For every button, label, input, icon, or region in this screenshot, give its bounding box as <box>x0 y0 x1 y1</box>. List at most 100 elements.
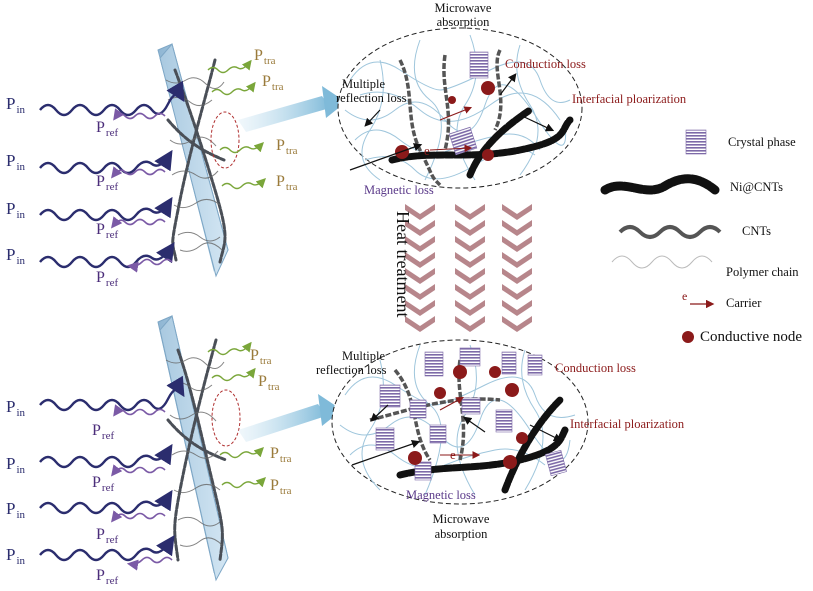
chevron-mark <box>405 284 435 300</box>
reflected-wave <box>126 258 173 273</box>
chevron-mark <box>502 284 532 300</box>
incident-wave <box>39 375 185 412</box>
reflected-wave <box>111 464 166 477</box>
legend-crystal-swatch <box>685 129 707 155</box>
chevron-mark <box>455 236 485 252</box>
legend-node-swatch <box>682 331 694 343</box>
incident-wave <box>39 80 185 117</box>
bottom-p-in-label: Pin <box>6 454 26 476</box>
bottom-microwave-title: Microwave <box>432 512 490 526</box>
reflected-wave <box>113 404 166 417</box>
bottom-interfacial-label: Interfacial ploarization <box>570 417 685 431</box>
chevron-mark <box>405 268 435 284</box>
chevron-mark <box>502 268 532 284</box>
chevron-mark <box>455 252 485 268</box>
bottom-zoom-ellipse <box>331 339 589 505</box>
transmitted-wave <box>207 59 252 74</box>
top-interfacial-label: Interfacial ploarization <box>572 92 687 106</box>
top-p-tra-label: Ptra <box>276 137 298 157</box>
transmitted-wave <box>221 477 266 489</box>
legend-polymer-label: Polymer chain <box>726 265 799 279</box>
chevron-mark <box>502 252 532 268</box>
bottom-crystals <box>375 347 567 481</box>
top-p-ref-label: Pref <box>96 269 119 289</box>
chevron-mark <box>502 300 532 316</box>
top-zoom-beam <box>238 96 330 132</box>
legend-cnts-swatch <box>618 225 722 239</box>
top-p-ref-label: Pref <box>96 173 119 193</box>
bottom-p-tra-label: Ptra <box>270 445 292 465</box>
chevron-mark <box>405 316 435 332</box>
chevron-mark <box>405 220 435 236</box>
top-transmitted-waves <box>207 59 266 190</box>
chevron-mark <box>502 316 532 332</box>
reflected-wave <box>111 216 166 229</box>
chevron-mark <box>405 252 435 268</box>
legend <box>600 129 722 343</box>
legend-node-label: Conductive node <box>700 329 803 345</box>
reflected-wave <box>111 166 166 179</box>
chevron-mark <box>502 236 532 252</box>
chevron-mark <box>455 268 485 284</box>
bottom-reflected-waves <box>111 404 173 571</box>
chevron-mark <box>502 204 532 220</box>
incident-wave <box>39 443 173 469</box>
bottom-p-in-label: Pin <box>6 545 26 567</box>
top-reflected-waves <box>111 108 173 273</box>
legend-crystal-label: Crystal phase <box>728 135 796 149</box>
top-absorption-title: absorption <box>436 15 490 29</box>
bottom-conduction-loss-label: Conduction loss <box>555 361 636 375</box>
legend-carrier-symbol: e <box>682 289 688 303</box>
top-p-tra-label: Ptra <box>254 47 276 67</box>
chevron-mark <box>405 300 435 316</box>
transmitted-wave <box>219 142 264 154</box>
chevron-column <box>502 204 532 332</box>
top-p-ref-label: Pref <box>96 119 119 139</box>
heat-treatment-chevrons <box>405 204 532 332</box>
legend-ni-cnts-swatch <box>600 174 720 195</box>
bottom-p-in-label: Pin <box>6 397 26 419</box>
bottom-zoom-beam <box>238 404 326 442</box>
incident-wave <box>39 535 175 562</box>
transmitted-wave <box>221 178 266 190</box>
bottom-p-in-label: Pin <box>6 499 26 521</box>
incident-wave <box>39 149 173 175</box>
top-p-in-label: Pin <box>6 245 26 267</box>
top-p-tra-label: Ptra <box>262 73 284 93</box>
top-zoom-ellipse <box>337 27 583 189</box>
legend-polymer-swatch <box>611 255 713 269</box>
top-p-in-label: Pin <box>6 151 26 173</box>
incident-wave <box>39 489 173 515</box>
bottom-absorption-title: absorption <box>434 527 488 541</box>
top-magnetic-loss-label: Magnetic loss <box>364 183 434 197</box>
top-p-in-label: Pin <box>6 94 26 116</box>
top-reflection-loss-label: reflection loss <box>336 91 407 105</box>
top-p-in-label: Pin <box>6 199 26 221</box>
transmitted-wave <box>219 447 264 459</box>
top-microwave-title: Microwave <box>434 1 492 15</box>
heat-treatment-label: Heat treatment <box>393 211 413 318</box>
bottom-p-ref-label: Pref <box>92 474 115 494</box>
chevron-mark <box>455 300 485 316</box>
bottom-multiple-label: Multiple <box>342 349 386 363</box>
chevron-column <box>455 204 485 332</box>
top-carrier-symbol: e <box>424 143 430 158</box>
transmitted-wave <box>211 81 256 96</box>
chevron-mark <box>455 204 485 220</box>
bottom-nodes <box>408 365 528 469</box>
top-incident-waves <box>39 80 185 269</box>
chevron-mark <box>455 316 485 332</box>
incident-wave <box>39 242 175 269</box>
chevron-mark <box>405 236 435 252</box>
legend-carrier-label: Carrier <box>726 296 762 310</box>
chevron-mark <box>502 220 532 236</box>
chevron-mark <box>405 204 435 220</box>
legend-ni-cnts-label: Ni@CNTs <box>730 180 784 194</box>
chevron-mark <box>455 284 485 300</box>
chevron-column <box>405 204 435 332</box>
reflected-wave <box>111 510 166 523</box>
bottom-p-ref-label: Pref <box>96 567 119 587</box>
incident-wave <box>39 196 173 222</box>
bottom-zoom-beam-head <box>318 394 342 426</box>
